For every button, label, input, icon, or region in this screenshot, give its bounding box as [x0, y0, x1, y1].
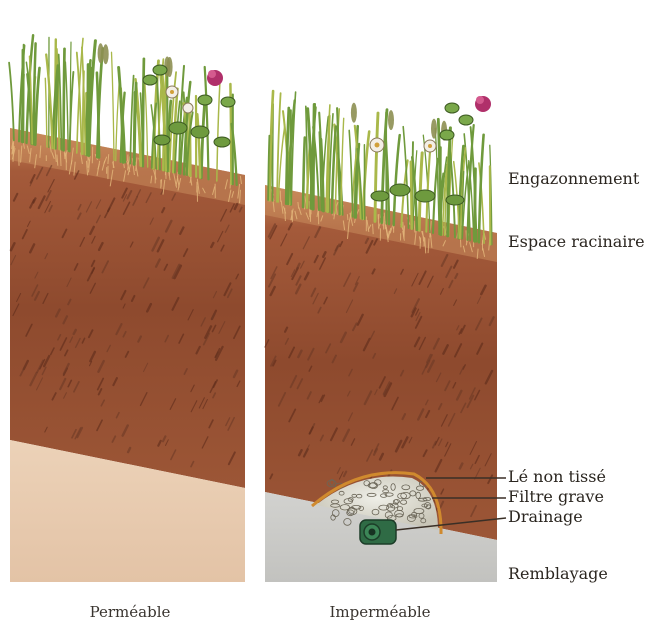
- label-espace-racinaire: Espace racinaire: [508, 233, 645, 251]
- label-engazonnement: Engazonnement: [508, 170, 639, 188]
- label-le-non-tisse: Lé non tissé: [508, 468, 606, 486]
- impermeable-column: [265, 91, 506, 582]
- caption-permeable: Perméable: [60, 603, 200, 621]
- label-remblayage: Remblayage: [508, 565, 608, 583]
- drain-pipe: [360, 520, 396, 544]
- permeable-column: [9, 35, 245, 582]
- label-filtre-grave: Filtre grave: [508, 488, 604, 506]
- caption-impermeable: Imperméable: [305, 603, 455, 621]
- label-drainage: Drainage: [508, 508, 583, 526]
